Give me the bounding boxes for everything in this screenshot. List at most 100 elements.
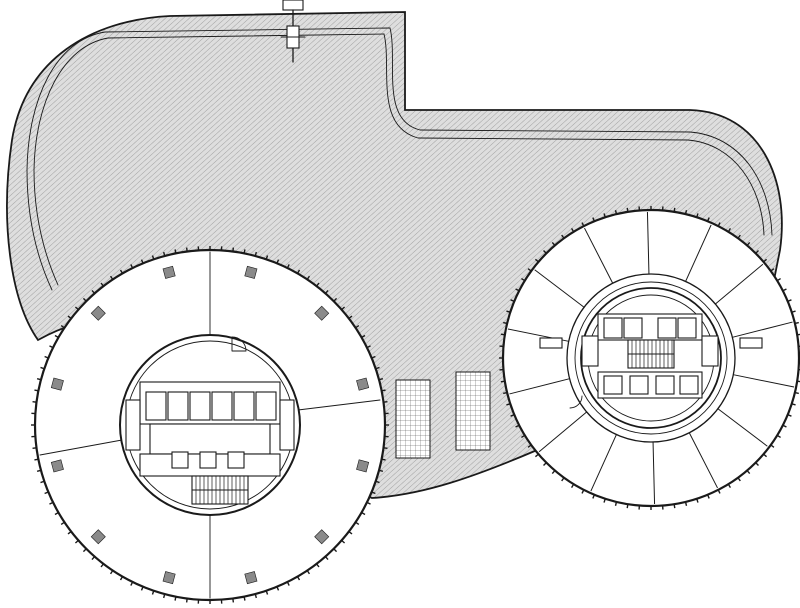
right-tower-mullion: [506, 403, 511, 406]
left-tower-mullion: [32, 400, 37, 403]
right-tower-mullion: [500, 333, 505, 336]
right-tower-mullion: [527, 268, 532, 272]
right-core-room-3: [657, 317, 677, 339]
left-tower-column: [162, 571, 176, 585]
left-core-stair: [191, 475, 249, 505]
right-tower-mullion: [515, 424, 520, 428]
left-tower-mullion: [348, 315, 353, 320]
entrance-canopy: [282, 0, 304, 11]
left-tower-mullion: [232, 247, 235, 252]
right-tower-partition: [732, 321, 793, 338]
right-tower-mullion: [603, 213, 606, 218]
left-tower-mullion: [60, 324, 65, 329]
right-core-lift-1: [603, 375, 623, 395]
right-tower-mullion: [626, 207, 629, 212]
left-tower-mullion: [375, 366, 380, 370]
left-tower-mullion: [381, 458, 386, 461]
left-tower-mullion: [276, 259, 280, 264]
left-tower-mullion: [74, 306, 79, 311]
left-tower-axis-west: [39, 439, 123, 456]
right-tower-mullion: [561, 234, 565, 239]
right-tower-partition: [688, 432, 718, 489]
left-tower-mullion: [341, 306, 346, 311]
left-tower-mullion: [67, 530, 72, 535]
left-tower-mullion: [296, 576, 301, 581]
left-core-room-2: [167, 391, 189, 421]
left-tower-mullion: [36, 377, 42, 381]
left-tower-mullion: [243, 596, 246, 601]
left-tower-mullion: [91, 556, 96, 561]
right-tower-mullion: [794, 321, 799, 325]
right-tower-partition: [715, 263, 764, 305]
right-tower-radial-walls: [507, 212, 795, 504]
right-tower-mullion: [791, 403, 796, 406]
right-tower-balcony-east: [739, 337, 763, 349]
left-core-corridor: [149, 423, 271, 455]
left-tower-mullion: [324, 289, 329, 294]
left-tower-mullion: [119, 269, 124, 274]
right-tower-mullion: [727, 228, 732, 233]
left-tower-mullion: [174, 596, 177, 601]
right-tower-mullion: [797, 333, 800, 336]
left-core-room-1: [145, 391, 167, 421]
left-tower-mullions: [31, 246, 389, 604]
left-core-lift-2: [199, 451, 217, 469]
right-tower-mullion: [543, 250, 547, 254]
right-core-room-1: [603, 317, 623, 339]
left-tower-mullion: [49, 501, 54, 505]
left-tower-mullion: [100, 282, 105, 287]
left-core-room-3: [189, 391, 211, 421]
left-core-lift-1: [171, 451, 189, 469]
left-tower-mullion: [355, 324, 360, 329]
left-tower-mullion: [306, 275, 311, 280]
left-tower-mullion: [324, 556, 329, 561]
right-tower-mullion: [755, 462, 759, 466]
left-tower-mullion: [315, 282, 320, 287]
right-tower-partition: [590, 434, 617, 492]
left-tower-mullion: [40, 480, 45, 484]
right-tower-mullion: [551, 241, 556, 246]
right-tower-mullion: [515, 288, 520, 292]
left-tower-mullion: [254, 251, 258, 257]
left-tower-column: [162, 265, 176, 279]
left-tower-mullion: [151, 255, 155, 260]
right-tower-partition: [685, 224, 712, 282]
right-tower-mullion: [592, 494, 596, 499]
left-tower: [31, 246, 389, 604]
left-tower-mullion: [265, 255, 269, 260]
left-tower-mullion: [366, 345, 371, 349]
right-tower-mullion: [503, 321, 508, 325]
right-tower-mullion: [614, 501, 618, 506]
right-tower-mullion: [551, 470, 556, 475]
right-tower-mullion: [534, 258, 539, 263]
left-tower-mullion: [130, 581, 134, 586]
left-tower-core-door-swing: [231, 336, 247, 352]
right-tower-mullion: [570, 483, 575, 488]
left-core-room-6: [255, 391, 277, 421]
right-tower-partition: [538, 411, 587, 453]
left-tower-mullion: [296, 269, 301, 274]
right-tower-partition: [584, 227, 614, 284]
left-tower-mullion: [151, 590, 155, 595]
right-tower-partition: [509, 378, 570, 395]
right-tower-mullion: [534, 453, 539, 458]
left-tower-mullion: [91, 289, 96, 294]
left-tower-mullion: [361, 511, 366, 516]
right-tower-mullion: [510, 299, 515, 303]
left-core-lift-3: [227, 451, 245, 469]
right-core-room-4: [677, 317, 697, 339]
left-tower-mullion: [40, 366, 45, 370]
left-tower-columns: [50, 265, 370, 585]
right-tower-mullion: [527, 444, 532, 448]
right-core-lift-4: [679, 375, 699, 395]
left-tower-mullion: [100, 563, 105, 568]
right-tower-mullion: [782, 288, 787, 292]
left-tower-mullion: [333, 548, 338, 553]
left-tower-column: [90, 529, 106, 545]
right-tower-mullion: [746, 241, 751, 246]
right-tower-mullion: [770, 268, 775, 272]
right-tower-mullion: [696, 213, 699, 218]
right-tower-mullion: [503, 391, 508, 395]
walkway-line-east-outer: [389, 27, 773, 236]
